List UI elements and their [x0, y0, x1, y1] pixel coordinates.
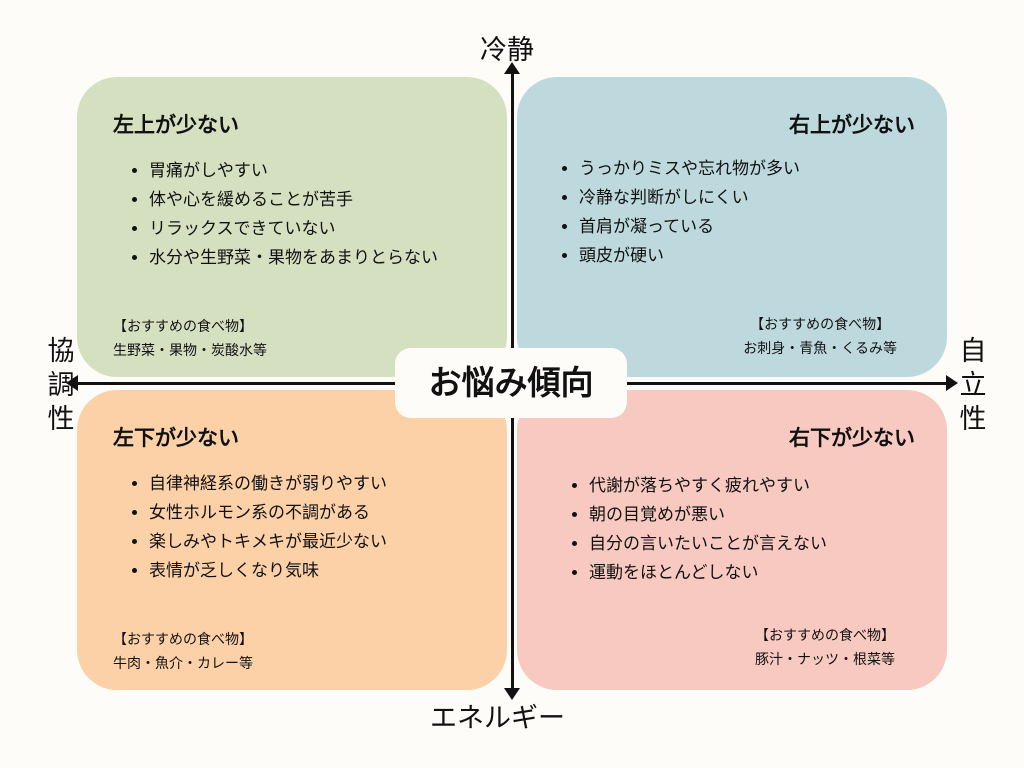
list-item: 水分や生野菜・果物をあまりとらない [149, 244, 489, 273]
quadrant-title: 左下が少ない [113, 426, 239, 450]
list-item: 運動をほとんどしない [589, 559, 929, 588]
symptom-list: 自律神経系の働きが弱りやすい 女性ホルモン系の不調がある 楽しみやトキメキが最近… [127, 470, 489, 586]
quadrant-bottom-right: 右下が少ない 代謝が落ちやすく疲れやすい 朝の目覚めが悪い 自分の言いたいことが… [517, 390, 947, 690]
list-item: 胃痛がしやすい [149, 157, 489, 186]
list-item: 自律神経系の働きが弱りやすい [149, 470, 489, 499]
list-item: 楽しみやトキメキが最近少ない [149, 528, 489, 557]
axis-label-right: 自立性 [959, 336, 987, 435]
list-item: うっかりミスや忘れ物が多い [579, 155, 919, 184]
quadrant-title: 右下が少ない [789, 426, 915, 450]
food-recommendation: 【おすすめの食べ物】生野菜・果物・炭酸水等 [113, 315, 267, 363]
arrow-down-icon [504, 688, 520, 700]
food-recommendation: 【おすすめの食べ物】牛肉・魚介・カレー等 [113, 628, 253, 676]
list-item: 朝の目覚めが悪い [589, 501, 929, 530]
food-list: 生野菜・果物・炭酸水等 [113, 343, 267, 359]
list-item: 冷静な判断がしにくい [579, 184, 919, 213]
food-label: 【おすすめの食べ物】 [113, 632, 253, 648]
symptom-list: うっかりミスや忘れ物が多い 冷静な判断がしにくい 首肩が凝っている 頭皮が硬い [557, 155, 919, 271]
food-label: 【おすすめの食べ物】 [113, 319, 253, 335]
food-list: 豚汁・ナッツ・根菜等 [755, 652, 895, 668]
arrow-left-icon [66, 375, 78, 391]
axis-label-bottom: エネルギー [430, 703, 565, 734]
list-item: 代謝が落ちやすく疲れやすい [589, 472, 929, 501]
list-item: 表情が乏しくなり気味 [149, 557, 489, 586]
list-item: リラックスできていない [149, 215, 489, 244]
list-item: 体や心を緩めることが苦手 [149, 186, 489, 215]
list-item: 自分の言いたいことが言えない [589, 530, 929, 559]
food-list: お刺身・青魚・くるみ等 [743, 341, 897, 357]
list-item: 女性ホルモン系の不調がある [149, 499, 489, 528]
symptom-list: 代謝が落ちやすく疲れやすい 朝の目覚めが悪い 自分の言いたいことが言えない 運動… [567, 472, 929, 588]
food-list: 牛肉・魚介・カレー等 [113, 656, 253, 672]
list-item: 頭皮が硬い [579, 242, 919, 271]
food-recommendation: 【おすすめの食べ物】豚汁・ナッツ・根菜等 [755, 624, 895, 672]
axis-label-left: 協調性 [47, 336, 75, 435]
list-item: 首肩が凝っている [579, 213, 919, 242]
quadrant-bottom-left: 左下が少ない 自律神経系の働きが弱りやすい 女性ホルモン系の不調がある 楽しみや… [77, 390, 507, 690]
quadrant-title: 右上が少ない [789, 113, 915, 137]
food-recommendation: 【おすすめの食べ物】お刺身・青魚・くるみ等 [743, 313, 897, 361]
quadrant-top-left: 左上が少ない 胃痛がしやすい 体や心を緩めることが苦手 リラックスできていない … [77, 77, 507, 377]
quadrant-top-right: 右上が少ない うっかりミスや忘れ物が多い 冷静な判断がしにくい 首肩が凝っている… [517, 77, 947, 377]
food-label: 【おすすめの食べ物】 [750, 317, 891, 333]
arrow-up-icon [504, 62, 520, 74]
quadrant-title: 左上が少ない [113, 113, 239, 137]
axis-label-top: 冷静 [480, 35, 534, 66]
symptom-list: 胃痛がしやすい 体や心を緩めることが苦手 リラックスできていない 水分や生野菜・… [127, 157, 489, 273]
arrow-right-icon [946, 375, 958, 391]
center-title: お悩み傾向 [395, 348, 627, 418]
food-label: 【おすすめの食べ物】 [755, 628, 895, 644]
